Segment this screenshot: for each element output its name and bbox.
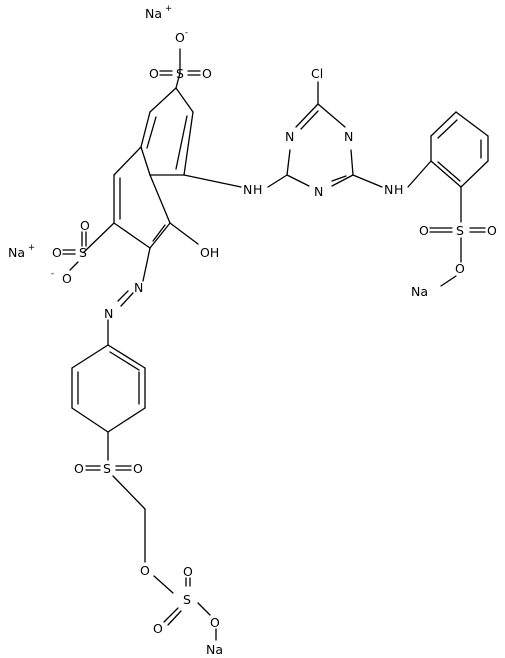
triazine-nitrogen-bottom: N — [314, 184, 323, 199]
sulfonate-oxygen-left-outer: O — [52, 245, 62, 260]
sulfonate-oxygen-right-right: O — [487, 223, 497, 238]
sulfonate-sulfur-left: S — [79, 245, 87, 260]
amine-nitrogen-left: N — [243, 182, 252, 197]
chlorine-atom: Cl — [311, 66, 323, 81]
sulfonate-oxygen-top-right: O — [202, 66, 212, 81]
sodium-charge-left: + — [28, 243, 35, 253]
atom-labels: Na + Na + O - S O O O O S O - OH N H Cl … — [8, 4, 497, 657]
sulfonate-oxygen-anion-top: O — [175, 30, 185, 45]
oxygen-charge-top: - — [185, 28, 188, 38]
sulfone-sulfur: S — [103, 461, 111, 476]
sulfonate-oxygen-top-left: O — [149, 66, 159, 81]
sulfate-oxygen-bottom: O — [153, 621, 163, 636]
sodium-charge-top: + — [165, 4, 172, 14]
amine-hydrogen-left: H — [253, 182, 262, 197]
sulfonate-sulfur-top: S — [176, 66, 184, 81]
sodium-ion-top: Na — [145, 6, 162, 21]
sulfonate-sulfur-right: S — [456, 223, 464, 238]
sodium-atom-bottom: Na — [206, 642, 223, 657]
bonds — [62, 48, 489, 641]
triazine-nitrogen-top-right: N — [344, 129, 353, 144]
sulfone-oxygen-left: O — [74, 461, 84, 476]
azo-nitrogen-1: N — [134, 280, 143, 295]
sulfone-oxygen-right: O — [133, 461, 143, 476]
sulfonate-oxygen-anion-left: O — [62, 271, 72, 286]
sulfate-oxygen-ester: O — [140, 563, 150, 578]
sulfonate-oxygen-right-left: O — [419, 223, 429, 238]
amine-nitrogen-right: N — [384, 182, 393, 197]
triazine-nitrogen-top-left: N — [285, 129, 294, 144]
sulfate-oxygen-bridge: O — [210, 615, 220, 630]
sulfonate-oxygen-left-upper: O — [80, 218, 90, 233]
sulfate-sulfur: S — [183, 592, 191, 607]
azo-nitrogen-2: N — [104, 306, 113, 321]
hydroxyl-group: OH — [200, 245, 219, 260]
sulfonate-oxygen-right-bridge: O — [455, 261, 465, 276]
sodium-ion-left: Na — [8, 245, 25, 260]
amine-hydrogen-right: H — [394, 182, 403, 197]
oxygen-charge-left: - — [51, 269, 54, 279]
sulfate-oxygen-top: O — [183, 564, 193, 579]
sodium-atom-right: Na — [411, 284, 428, 299]
